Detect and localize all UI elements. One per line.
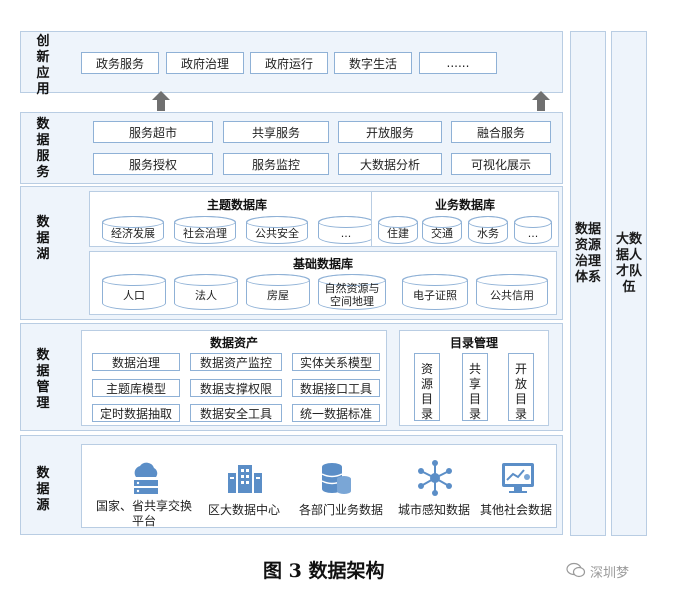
catalog-item: 资源目录 (414, 353, 440, 421)
innovation-layer-label: 创新应用 (36, 34, 50, 97)
cloud-server-icon (134, 462, 158, 494)
data-management-layer: 数据管理 数据资产 数据治理 数据资产监控 实体关系模型 主题库模型 数据支撑权… (20, 323, 563, 431)
up-arrow-stem (157, 100, 165, 111)
data-service-item: 开放服务 (338, 121, 442, 143)
building-icon (228, 465, 262, 493)
data-asset-item: 数据资产监控 (190, 353, 282, 371)
network-icon (418, 460, 452, 496)
theme-db-item: 社会治理 (174, 216, 236, 244)
watermark-text: 深圳梦 (590, 566, 630, 581)
innovation-item-more: ...... (419, 52, 497, 74)
theme-database-title: 主题数据库 (206, 198, 267, 212)
innovation-item: 政府运行 (250, 52, 328, 74)
base-db-item-label: 自然资源与空间地理 (324, 282, 380, 308)
data-asset-item: 定时数据抽取 (92, 404, 180, 422)
data-asset-item: 数据支撑权限 (190, 379, 282, 397)
base-db-item: 公共信用 (476, 274, 548, 310)
base-db-item: 电子证照 (402, 274, 468, 310)
talent-side-label: 大数据人才队伍 (615, 232, 642, 295)
data-management-layer-label: 数据管理 (36, 348, 50, 411)
business-db-item: ... (514, 216, 552, 244)
catalog-item: 共享目录 (462, 353, 488, 421)
theme-database-group: 主题数据库 经济发展 社会治理 公共安全 ... (89, 191, 385, 247)
data-service-item: 服务超市 (93, 121, 213, 143)
data-service-item: 融合服务 (451, 121, 551, 143)
data-asset-item: 实体关系模型 (292, 353, 380, 371)
innovation-item: 政府治理 (166, 52, 244, 74)
chart-monitor-icon (502, 463, 534, 493)
data-asset-item: 统一数据标准 (292, 404, 380, 422)
business-db-item-label: 交通 (431, 226, 453, 240)
innovation-item: 政务服务 (81, 52, 159, 74)
data-service-item: 服务监控 (223, 153, 329, 175)
base-db-item-label: 房屋 (267, 288, 289, 302)
database-icon (321, 463, 351, 494)
innovation-layer: 创新应用 政务服务 政府治理 政府运行 数字生活 ...... (20, 31, 563, 97)
business-database-group: 业务数据库 住建 交通 水务 ... (371, 191, 559, 247)
data-source-label: 区大数据中心 (207, 503, 280, 517)
governance-side-label: 数据资源治理体系 (574, 222, 601, 285)
up-arrow-icon (152, 91, 170, 100)
innovation-item: 数字生活 (334, 52, 412, 74)
business-db-item-label: ... (527, 226, 539, 240)
data-asset-item: 数据接口工具 (292, 379, 380, 397)
base-database-title: 基础数据库 (292, 257, 353, 271)
theme-db-item: 公共安全 (246, 216, 308, 244)
theme-db-item: 经济发展 (102, 216, 164, 244)
base-database-group: 基础数据库 人口 法人 房屋 自然资源与空间地理 电子证照 公共信用 (89, 251, 557, 315)
data-service-item: 共享服务 (223, 121, 329, 143)
up-arrow-stem (537, 100, 545, 111)
data-service-item: 大数据分析 (338, 153, 442, 175)
data-service-item: 服务授权 (93, 153, 213, 175)
data-source-group: 国家、省共享交换平台 区大数据中心 各部门业务数据 (81, 444, 557, 528)
figure-caption: 图 3 数据架构 (263, 560, 385, 582)
base-db-item: 房屋 (246, 274, 310, 310)
business-db-item-label: 水务 (477, 226, 499, 240)
base-db-item: 自然资源与空间地理 (318, 274, 386, 310)
theme-db-item-label: 经济发展 (111, 226, 155, 240)
wechat-icon (566, 562, 586, 578)
data-lake-layer: 数据湖 主题数据库 经济发展 社会治理 公共安全 ... 业务数据库 住建 交通… (20, 186, 563, 320)
data-source-label: 国家、省共享交换平台 (96, 499, 193, 528)
base-db-item-label: 电子证照 (413, 288, 457, 302)
theme-db-item-label: ... (340, 226, 352, 240)
data-assets-title: 数据资产 (209, 336, 258, 350)
base-db-item-label: 人口 (123, 288, 145, 302)
catalog-item: 开放目录 (508, 353, 534, 421)
business-db-item: 水务 (468, 216, 508, 244)
business-db-item: 住建 (378, 216, 418, 244)
data-source-layer: 数据源 国家、省共享交换平台 区大数据中心 (20, 435, 563, 535)
data-service-item: 可视化展示 (451, 153, 551, 175)
data-source-layer-label: 数据源 (36, 466, 50, 513)
data-service-layer-label: 数据服务 (36, 117, 50, 180)
data-assets-group: 数据资产 数据治理 数据资产监控 实体关系模型 主题库模型 数据支撑权限 数据接… (81, 330, 387, 426)
data-asset-item: 主题库模型 (92, 379, 180, 397)
data-asset-item: 数据治理 (92, 353, 180, 371)
theme-db-item: ... (318, 216, 374, 244)
business-db-item: 交通 (422, 216, 462, 244)
data-source-label: 城市感知数据 (397, 503, 470, 517)
theme-db-item-label: 社会治理 (183, 226, 227, 240)
base-db-item: 人口 (102, 274, 166, 310)
catalog-management-title: 目录管理 (449, 336, 498, 350)
theme-db-item-label: 公共安全 (255, 226, 299, 240)
base-db-item-label: 法人 (195, 288, 217, 302)
business-database-title: 业务数据库 (434, 198, 495, 212)
business-db-item-label: 住建 (387, 226, 409, 240)
catalog-management-group: 目录管理 资源目录 共享目录 开放目录 (399, 330, 549, 426)
talent-side-panel: 大数据人才队伍 (611, 31, 647, 536)
base-db-item-label: 公共信用 (490, 288, 534, 302)
data-source-label: 其他社会数据 (479, 503, 552, 517)
data-asset-item: 数据安全工具 (190, 404, 282, 422)
data-service-layer: 数据服务 服务超市 共享服务 开放服务 融合服务 服务授权 服务监控 大数据分析… (20, 112, 563, 184)
base-db-item: 法人 (174, 274, 238, 310)
data-lake-layer-label: 数据湖 (36, 215, 50, 262)
up-arrow-icon (532, 91, 550, 100)
data-source-label: 各部门业务数据 (298, 503, 383, 517)
governance-side-panel: 数据资源治理体系 (570, 31, 606, 536)
